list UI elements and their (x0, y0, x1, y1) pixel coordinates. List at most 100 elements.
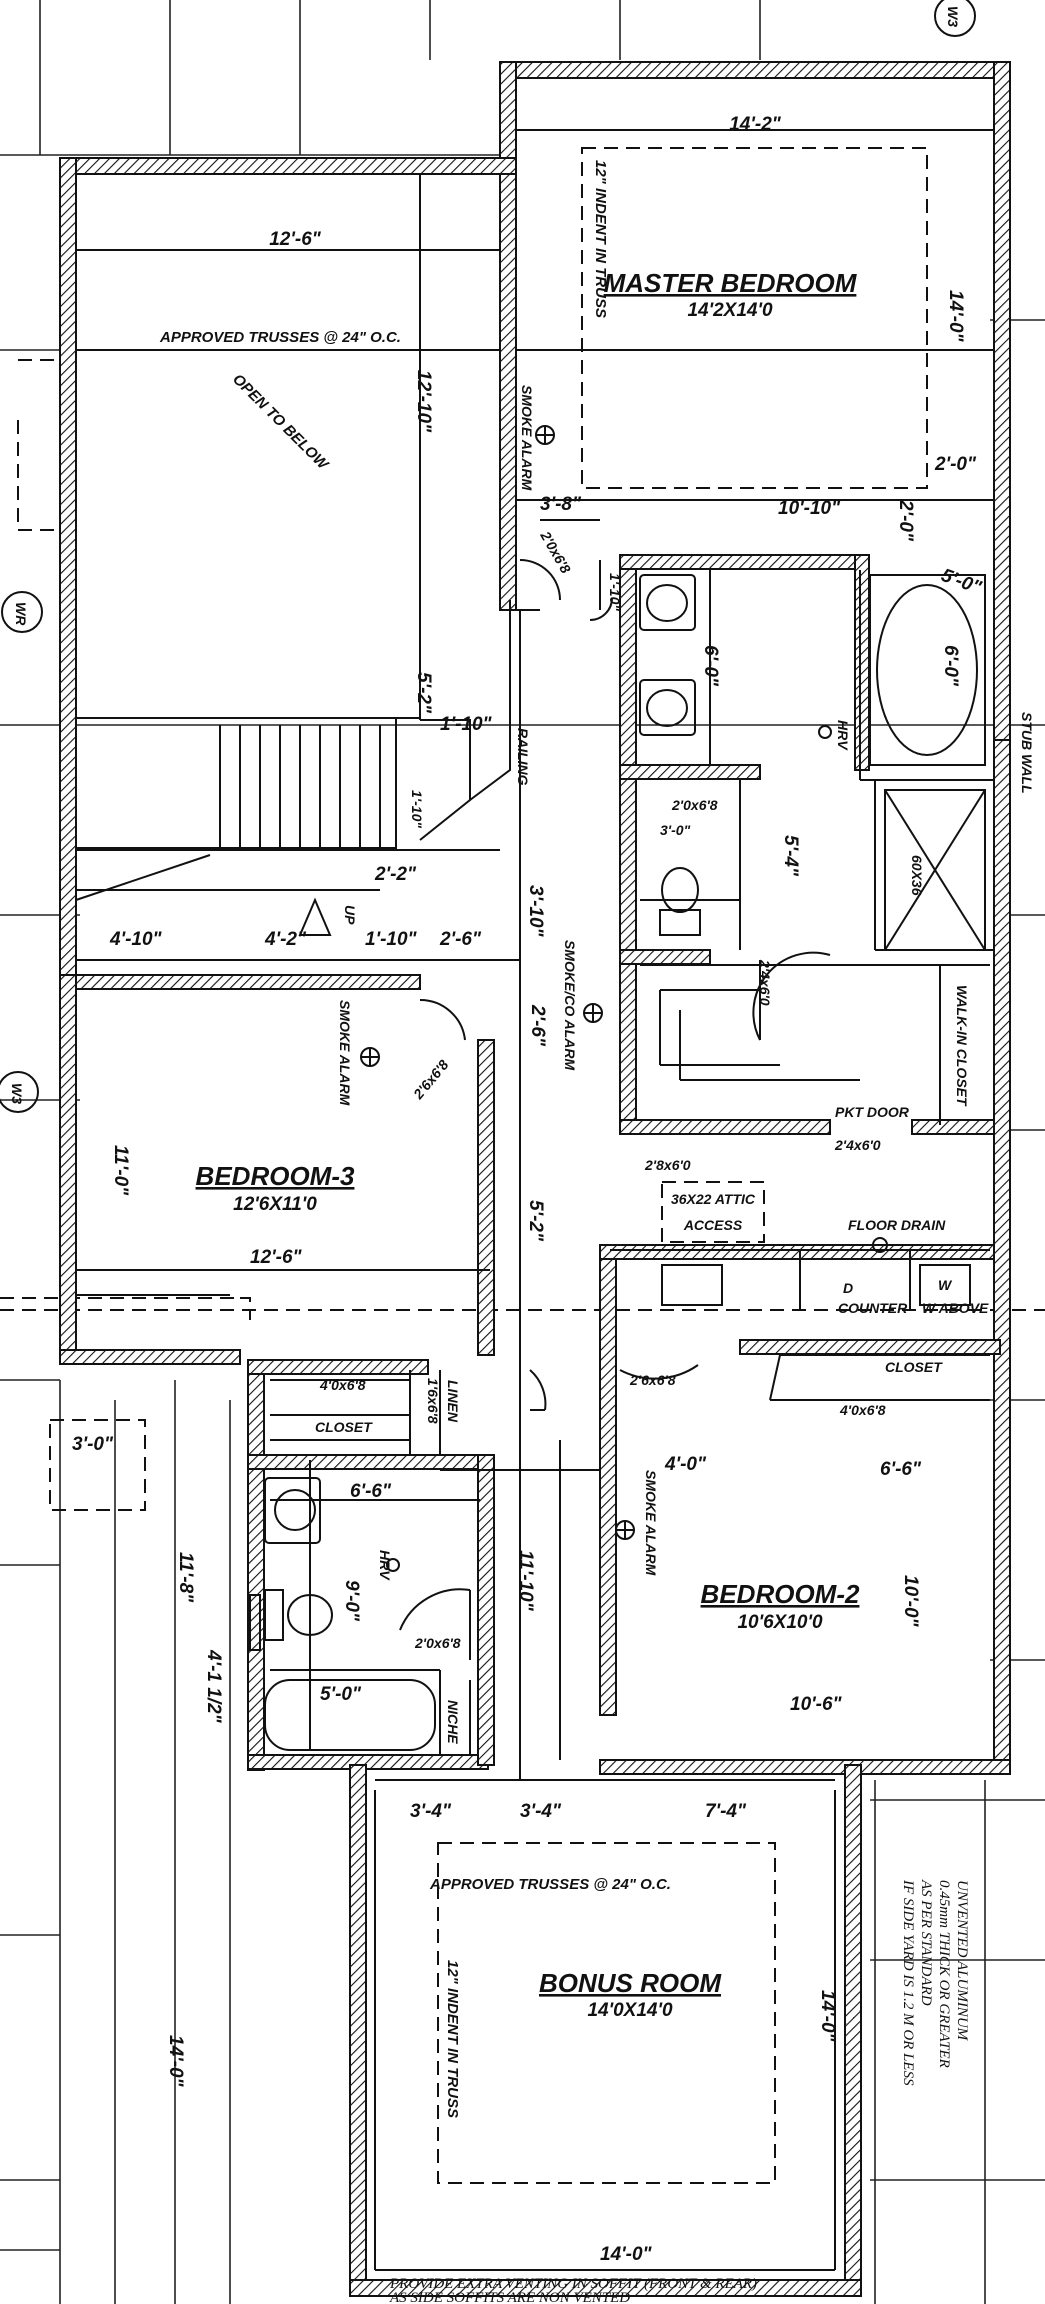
dim-label: 5'-2" (413, 672, 434, 714)
venting-note-2: AS SIDE SOFFITS ARE NON VENTED (389, 2290, 630, 2304)
dim-label: 4'-1 1/2" (203, 1649, 224, 1724)
dim-label: 2'6x6'8 (629, 1372, 676, 1388)
venting-note-1: PROVIDE EXTRA VENTING IN SOFFIT (FRONT &… (389, 2276, 757, 2292)
smoke-alarm-label: SMOKE ALARM (519, 385, 535, 491)
hrv-label: HRV (377, 1550, 393, 1581)
bedroom-2-name: BEDROOM-2 (701, 1579, 860, 1609)
dim-label: 6'-0" (940, 645, 961, 687)
side-note-1: UNVENTED ALUMINUM (954, 1880, 970, 2042)
dim-label: 3'-4" (520, 1801, 562, 1822)
dim-label: 11'-10" (515, 1550, 536, 1612)
trusses-note-top: APPROVED TRUSSES @ 24" O.C. (159, 329, 401, 346)
smoke-alarm-label: SMOKE ALARM (643, 1470, 659, 1576)
dim-label: 5'-2" (525, 1200, 546, 1242)
walls (59, 61, 1011, 2297)
dim-label: 5'-0" (938, 565, 985, 599)
bonus-room-name: BONUS ROOM (539, 1968, 722, 1998)
dim-label: 12'-6" (269, 229, 322, 250)
staircase (75, 600, 511, 936)
dim-label: 10'-0" (900, 1575, 921, 1628)
side-note-3: AS PER STANDARD (918, 1879, 934, 2006)
dim-label: 14'-0" (817, 1990, 838, 2043)
dryer-label: D (843, 1280, 853, 1296)
trusses-note-bonus: APPROVED TRUSSES @ 24" O.C. (429, 1876, 671, 1893)
door-swings (399, 559, 831, 1660)
dim-label: 12'-6" (250, 1247, 303, 1268)
w-above-label: W ABOVE (922, 1300, 989, 1316)
dim-label: 4'-10" (109, 929, 163, 950)
bedroom-3-size: 12'6X11'0 (233, 1194, 317, 1215)
open-to-below-label: OPEN TO BELOW (229, 371, 332, 474)
bedroom-2-size: 10'6X10'0 (737, 1612, 823, 1633)
dim-label: 3'-0" (660, 822, 691, 838)
walk-in-closet-label: WALK-IN CLOSET (954, 985, 970, 1107)
dim-label: 11'-0" (110, 1145, 131, 1196)
dim-label: 2'-0" (895, 499, 916, 542)
dim-label: 3'-4" (410, 1801, 452, 1822)
dim-label: 1'6x6'8 (425, 1378, 441, 1424)
master-bedroom-name: MASTER BEDROOM (604, 268, 858, 298)
smoke-co-alarm-icon (583, 1003, 603, 1023)
dim-label: 4'0x6'8 (319, 1377, 366, 1393)
dim-label: 1'-10" (365, 929, 418, 950)
window-tag-label: W3 (9, 1083, 25, 1104)
closet-label: CLOSET (315, 1419, 373, 1435)
dim-label: 6'-6" (350, 1481, 392, 1502)
dim-label: 9'-0" (341, 1580, 362, 1622)
dim-label: 1'-10" (607, 573, 623, 611)
dim-label: 2'-6" (439, 929, 482, 950)
dim-label: 2'-2" (374, 864, 417, 885)
window-tag-icon (0, 0, 976, 1113)
dim-label: 3'-10" (525, 885, 546, 938)
floor-drain-label: FLOOR DRAIN (848, 1217, 946, 1233)
dim-label: 3'-0" (72, 1434, 114, 1455)
attic-access-label-2: ACCESS (683, 1217, 743, 1233)
linen-label: LINEN (445, 1380, 461, 1423)
bedroom-3-name: BEDROOM-3 (196, 1161, 355, 1191)
dim-label: 2'-0" (934, 454, 977, 475)
stair-up-label: UP (342, 905, 358, 925)
stub-wall-label: STUB WALL (1019, 712, 1035, 794)
dim-label: 7'-4" (705, 1801, 747, 1822)
smoke-alarm-icon (535, 425, 555, 445)
dim-label: 1'-10" (409, 790, 425, 828)
smoke-alarm-label: SMOKE ALARM (337, 1000, 353, 1106)
dim-label: 14'-0" (165, 2035, 186, 2088)
dimension-labels: 14'-2" 12'-6" 12'-10" 14'-0" 2'-0" 3'-8"… (72, 114, 985, 2265)
shower-size-label: 60X36 (909, 855, 925, 896)
fixtures (249, 574, 986, 1751)
dim-label: 2'6x6'8 (409, 1057, 451, 1103)
counter-label: COUNTER (838, 1300, 908, 1316)
dim-label: 6'-6" (880, 1459, 922, 1480)
pocket-door-label: PKT DOOR (835, 1104, 910, 1120)
dim-label: 2'4x6'0 (834, 1137, 881, 1153)
dim-label: 10'-6" (790, 1694, 843, 1715)
dim-label: 14'-2" (729, 114, 782, 135)
washer-label: W (938, 1277, 953, 1293)
dim-label: 5'-4" (780, 835, 801, 877)
closet-label: CLOSET (885, 1359, 943, 1375)
interior-lines (76, 129, 994, 2271)
dim-label: 6'-0" (700, 645, 721, 687)
dim-label: 4'-0" (664, 1454, 707, 1475)
dim-label: 10'-10" (778, 498, 841, 519)
dim-label: 14'-0" (600, 2244, 653, 2265)
hrv-icon (386, 1558, 400, 1572)
dim-label: 2'-6" (527, 1004, 548, 1047)
attic-access-label: 36X22 ATTIC (671, 1191, 756, 1207)
smoke-alarm-icon (360, 1047, 380, 1067)
floor-drain-icon (872, 1237, 888, 1253)
dim-label: 2'4x6'0 (757, 959, 773, 1006)
hrv-icon (818, 725, 832, 739)
indent-note-bonus: 12" INDENT IN TRUSS (444, 1960, 461, 2118)
smoke-alarm-icon (615, 1520, 635, 1540)
indent-note-master: 12" INDENT IN TRUSS (592, 160, 609, 318)
window-tag-label: WR (13, 602, 29, 626)
railing-label: RAILING (515, 728, 531, 786)
smoke-co-alarm-label: SMOKE/CO ALARM (562, 940, 578, 1070)
side-note-2: 0.45mm THICK OR GREATER (936, 1880, 952, 2068)
dashed-outlines (0, 147, 1045, 2184)
hrv-label: HRV (835, 720, 851, 751)
